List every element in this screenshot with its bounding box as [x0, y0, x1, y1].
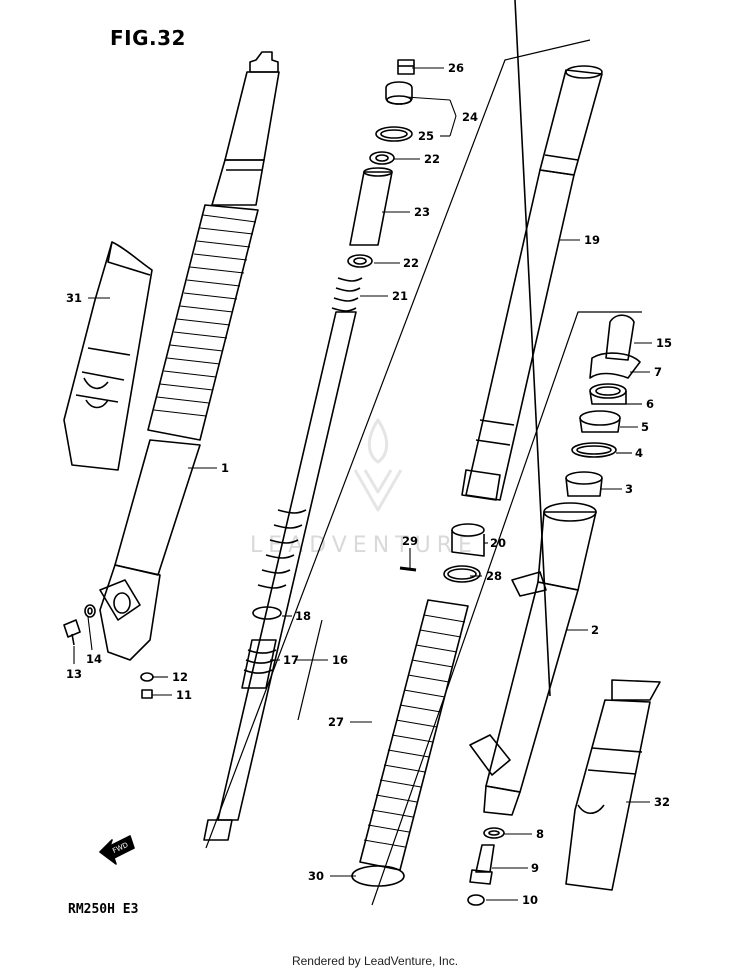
- group-frame-lines: [205, 39, 642, 906]
- callout-8: 8: [536, 827, 544, 841]
- callout-4: 4: [635, 446, 643, 460]
- footer-credit: Rendered by LeadVenture, Inc.: [291, 954, 459, 968]
- callout-11: 11: [176, 688, 192, 702]
- callout-16: 16: [332, 653, 348, 667]
- callout-27: 27: [328, 715, 344, 729]
- callout-5: 5: [641, 420, 649, 434]
- callout-31: 31: [66, 291, 82, 305]
- watermark-text: LEADVENTURE: [250, 533, 478, 558]
- callout-26: 26: [448, 61, 464, 75]
- watermark-logo: [353, 418, 403, 512]
- fwd-arrow-icon: [99, 835, 135, 865]
- callout-19: 19: [584, 233, 600, 247]
- callout-32: 32: [654, 795, 670, 809]
- callout-23: 23: [414, 205, 430, 219]
- callout-1: 1: [221, 461, 229, 475]
- callout-24: 24: [462, 110, 478, 124]
- callout-2: 2: [591, 623, 599, 637]
- callout-29: 29: [402, 534, 418, 548]
- drain-parts: [467, 827, 505, 906]
- callout-7: 7: [654, 365, 662, 379]
- callout-28: 28: [486, 569, 502, 583]
- damper-rod-group: [203, 59, 415, 841]
- callout-13: 13: [66, 667, 82, 681]
- callout-9: 9: [531, 861, 539, 875]
- callout-22-lower: 22: [403, 256, 419, 270]
- callout-15: 15: [656, 336, 672, 350]
- callout-18: 18: [295, 609, 311, 623]
- right-fork-guard: [565, 679, 661, 891]
- callout-10: 10: [522, 893, 538, 907]
- callout-30: 30: [308, 869, 324, 883]
- callout-22-upper: 22: [424, 152, 440, 166]
- fig-title: FIG.32: [110, 26, 186, 50]
- callout-14: 14: [86, 652, 102, 666]
- callout-25: 25: [418, 129, 434, 143]
- fork-boot-group: [351, 523, 485, 887]
- axle-bolts: [63, 604, 154, 699]
- callout-3: 3: [625, 482, 633, 496]
- callout-6: 6: [646, 397, 654, 411]
- callout-12: 12: [172, 670, 188, 684]
- model-code: RM250H E3: [68, 902, 139, 917]
- inner-fork-tube: [461, 65, 603, 501]
- callout-20: 20: [490, 536, 506, 550]
- callout-17: 17: [283, 653, 299, 667]
- left-fork-guard: [63, 241, 153, 471]
- outer-fork-leg: [469, 0, 641, 816]
- callout-21: 21: [392, 289, 408, 303]
- left-fork-assembly: [99, 51, 280, 661]
